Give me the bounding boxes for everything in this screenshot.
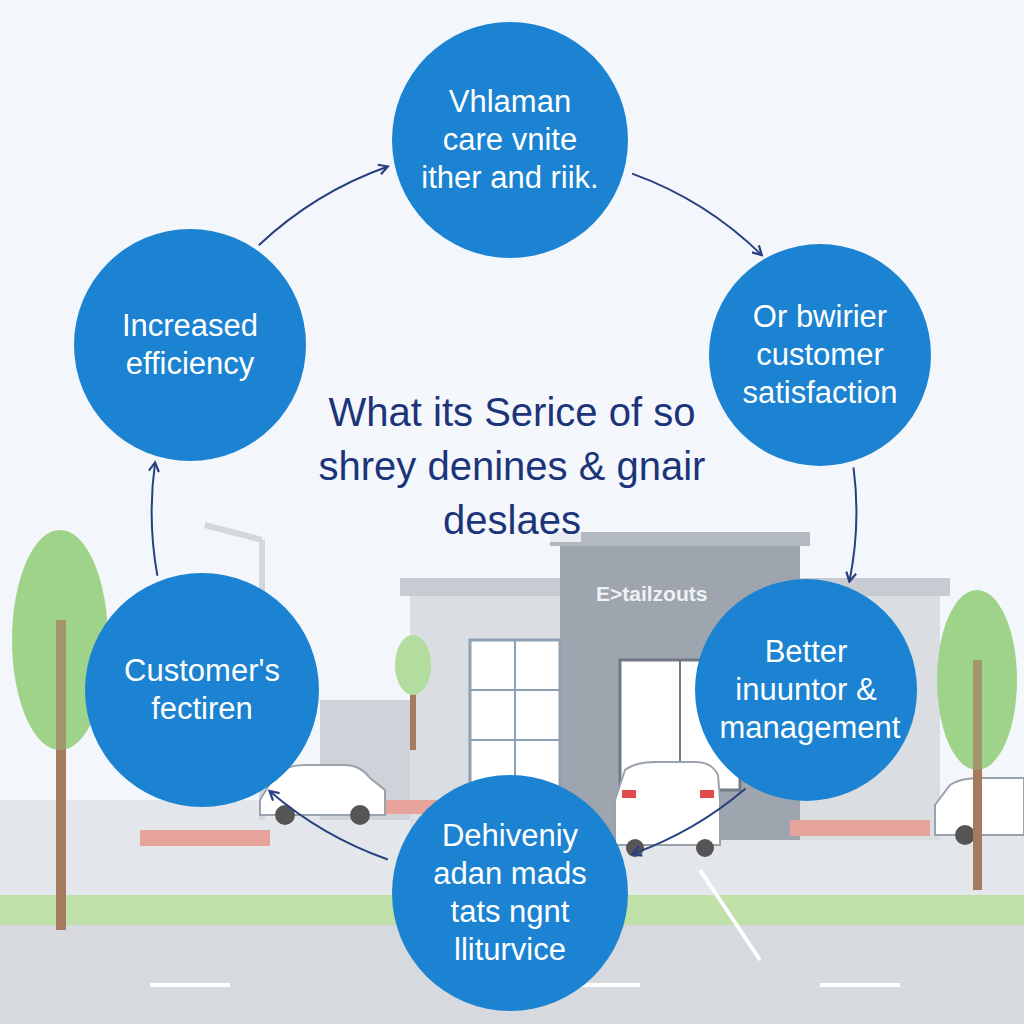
center-title: What its Serice of so shrey denines & gn…: [292, 385, 732, 547]
circle-label: Increased efficiency: [100, 307, 281, 383]
cycle-circle: Vhlaman care vnite ither and riik.: [392, 22, 628, 258]
building: [320, 532, 950, 840]
cycle-arrow: [270, 791, 388, 860]
cycle-arrow: [632, 788, 745, 854]
title-text: What its Serice of so shrey denines & gn…: [319, 390, 706, 542]
cycle-circle: Customer's fectiren: [85, 573, 319, 807]
cycle-arrow: [259, 167, 388, 246]
circle-label: Customer's fectiren: [111, 652, 294, 728]
circle-shape: [85, 573, 319, 807]
tree: [395, 635, 431, 750]
circle-label: Better inuuntor & management: [719, 633, 892, 746]
circle-shape: [74, 229, 306, 461]
circle-label: Dehiveniy adan mads tats ngnt lliturvice: [418, 817, 602, 968]
cycle-circle: Or bwirier customer satisfaction: [709, 244, 931, 466]
cycle-circle: Better inuuntor & management: [695, 579, 917, 801]
circle-label: Vhlaman care vnite ither and riik.: [418, 83, 602, 196]
planter: [140, 830, 270, 846]
cycle-arrow: [632, 174, 762, 256]
planter: [790, 820, 930, 836]
car: [615, 762, 720, 857]
cycle-arrow: [849, 467, 856, 581]
cycle-circle: Increased efficiency: [74, 229, 306, 461]
circle-label: Or bwirier customer satisfaction: [733, 298, 906, 411]
cycle-arrow: [152, 462, 158, 575]
building-sign: E>tailzouts: [596, 582, 707, 606]
tree: [937, 590, 1017, 890]
circle-shape: [392, 775, 628, 1011]
cycle-circle: Dehiveniy adan mads tats ngnt lliturvice: [392, 775, 628, 1011]
